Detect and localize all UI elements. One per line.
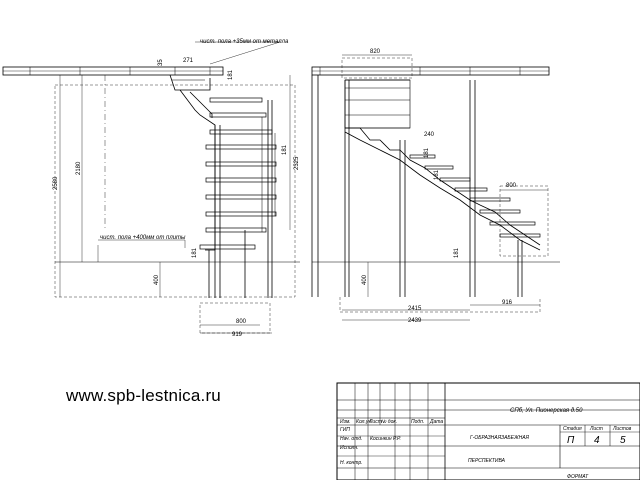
dim-800-left: 800 (236, 319, 247, 325)
dim-181-c: 181 (192, 247, 198, 258)
dim-919: 919 (232, 332, 243, 338)
tb-header-date: Дата (429, 419, 443, 425)
tb-sheet-label: Лист (589, 426, 603, 432)
dim-181-ra: 181 (424, 147, 430, 158)
dim-271: 271 (183, 58, 194, 64)
dim-181-a: 181 (228, 69, 234, 80)
dim-181-rb: 181 (434, 169, 440, 180)
left-elevation-view (2, 41, 300, 334)
tb-header-koluch: Кол.уч (356, 419, 371, 425)
tb-address: СПб, Ул. Пионерская д.50 (510, 408, 583, 414)
tb-sheets-label: Листов (612, 426, 632, 432)
dim-916: 916 (502, 300, 513, 306)
tb-row-nach: Нач. отд. (340, 436, 362, 442)
tb-project: Г-ОБРАЗНАЯЗАБЕЖНАЯ (470, 435, 530, 441)
tb-stage: П (567, 435, 575, 446)
dim-820: 820 (370, 49, 381, 55)
tb-sheet: 4 (594, 435, 600, 446)
dim-400-left: 400 (154, 274, 160, 285)
tb-sheet-title: ПЕРСПЕКТИВА (468, 458, 506, 464)
dim-2580: 2580 (53, 176, 59, 190)
title-block (336, 382, 640, 480)
tb-header-izm: Изм. (340, 419, 351, 425)
tb-sheets: 5 (620, 435, 626, 446)
tb-row-gip: ГИП (340, 427, 350, 433)
dim-2415: 2415 (408, 306, 422, 312)
dim-2325: 2325 (294, 156, 300, 170)
website-url[interactable]: www.spb-lestnica.ru (66, 386, 221, 405)
tb-header-doc: № док. (381, 419, 397, 425)
note-floor: чист. пола +400мм от плиты (100, 235, 186, 241)
tb-executor-name: Косинкин Р.Р. (370, 436, 401, 442)
dim-240: 240 (424, 132, 435, 138)
note-top: чист. пола +35мм от металла (200, 39, 289, 45)
tb-row-nkontr: Н. контр. (340, 460, 363, 466)
dim-2180: 2180 (76, 161, 82, 175)
dim-2439: 2439 (408, 318, 422, 324)
dim-181-rc: 181 (454, 247, 460, 258)
tb-row-ispoln: Исполн. (340, 445, 358, 451)
tb-stage-label: Стадия (563, 426, 582, 432)
dim-181-b: 181 (282, 144, 288, 155)
right-elevation-view (311, 54, 560, 321)
tb-format: ФОРМАТ (567, 474, 589, 480)
tb-header-list: Лист (368, 419, 382, 425)
right-dimension-labels: 820 240 181 181 800 400 181 916 2415 243… (362, 49, 517, 324)
dim-400-right: 400 (362, 274, 368, 285)
left-dimension-labels: чист. пола +35мм от металла чист. пола +… (53, 39, 300, 338)
dim-35: 35 (158, 59, 164, 66)
title-block-text: СПб, Ул. Пионерская д.50 Изм. Кол.уч Лис… (340, 408, 632, 480)
tb-header-sign: Подп. (411, 419, 424, 425)
dim-800-right: 800 (506, 183, 517, 189)
